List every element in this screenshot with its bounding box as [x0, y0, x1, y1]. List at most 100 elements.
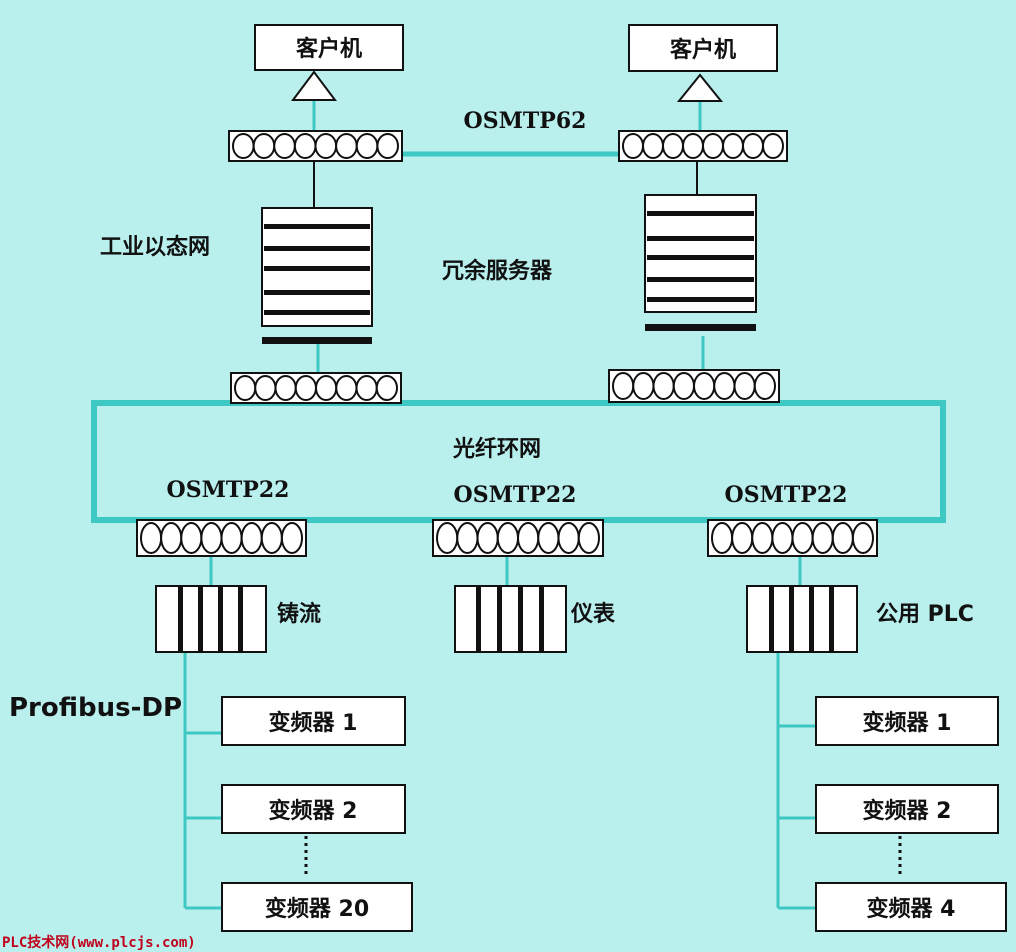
port-icon [234, 375, 257, 401]
switch-bottom-left [136, 519, 307, 557]
port-icon [693, 372, 716, 400]
plc-rack-instrument [454, 585, 567, 653]
port-icon [335, 375, 358, 401]
arrow-up-icon [291, 70, 337, 101]
port-icon [274, 375, 297, 401]
port-icon [731, 522, 754, 554]
inverter-right-3-label: 变频器 4 [867, 896, 956, 922]
watermark: PLC技术网(www.plcjs.com) [2, 934, 196, 951]
port-icon [355, 133, 379, 159]
port-icon [702, 133, 724, 159]
plc-casting-label: 铸流 [277, 601, 321, 627]
port-icon [140, 522, 163, 554]
port-icon [355, 375, 378, 401]
fiber-ring-label: 光纤环网 [452, 436, 541, 462]
port-icon [652, 372, 675, 400]
port-icon [375, 375, 398, 401]
switches [136, 130, 878, 557]
port-icon [711, 522, 734, 554]
port-icon [476, 522, 499, 554]
port-icon [160, 522, 183, 554]
profibus-label: Profibus-DP [9, 693, 182, 723]
switch-ring-left [230, 372, 402, 404]
inverter-right-1-label: 变频器 1 [863, 710, 952, 736]
port-icon [537, 522, 560, 554]
inverter-box-left-1 [221, 696, 406, 746]
port-icon [517, 522, 540, 554]
port-icon [557, 522, 580, 554]
port-icon [771, 522, 794, 554]
port-icon [577, 522, 600, 554]
port-icon [314, 133, 338, 159]
port-icon [762, 133, 784, 159]
switch-top-left [228, 130, 403, 162]
server-left [261, 207, 373, 344]
port-icon [851, 522, 874, 554]
port-icon [180, 522, 203, 554]
port-icon [456, 522, 479, 554]
port-icon [753, 372, 776, 400]
port-icon [742, 133, 764, 159]
port-icon [335, 133, 358, 159]
client-left [254, 24, 404, 101]
port-icon [751, 522, 774, 554]
port-icon [733, 372, 756, 400]
port-icon [682, 133, 704, 159]
switch-bottom-mid [432, 519, 604, 557]
inverter-box-right-3 [815, 882, 1007, 932]
inverter-left-3-label: 变频器 20 [265, 896, 369, 922]
server-right [644, 194, 757, 331]
redundant-servers-label: 冗余服务器 [442, 258, 553, 284]
inverter-right-2-label: 变频器 2 [863, 798, 952, 824]
client-right-label: 客户机 [670, 37, 736, 63]
plc-rack-public [746, 585, 858, 653]
port-icon [240, 522, 263, 554]
osmtp22-left-label: OSMTP22 [167, 477, 290, 503]
inverter-box-right-2 [815, 784, 999, 834]
port-icon [622, 133, 644, 159]
inverter-left-2-label: 变频器 2 [269, 798, 358, 824]
inverter-box-right-1 [815, 696, 999, 746]
port-icon [632, 372, 655, 400]
port-icon [831, 522, 854, 554]
client-right [628, 24, 778, 102]
port-icon [232, 133, 255, 159]
connection-lines [183, 100, 902, 910]
port-icon [722, 133, 744, 159]
plc-instrument-label: 仪表 [570, 602, 616, 627]
port-icon [376, 133, 399, 159]
port-icon [280, 522, 303, 554]
switch-ring-right [608, 369, 780, 403]
port-icon [273, 133, 296, 159]
port-icon [294, 375, 317, 401]
inverter-box-left-2 [221, 784, 406, 834]
port-icon [315, 375, 338, 401]
ethernet-label: 工业以态网 [100, 234, 210, 260]
port-icon [252, 133, 276, 159]
port-icon [811, 522, 834, 554]
port-icon [672, 372, 695, 400]
client-left-label: 客户机 [296, 36, 362, 62]
switch-bottom-right [707, 519, 878, 557]
port-icon [642, 133, 664, 159]
port-icon [791, 522, 814, 554]
arrow-up-icon [676, 73, 724, 102]
inverter-left-1-label: 变频器 1 [269, 710, 358, 736]
port-icon [496, 522, 519, 554]
inverter-box-left-3 [221, 882, 413, 932]
osmtp62-label: OSMTP62 [464, 108, 587, 134]
port-icon [254, 375, 277, 401]
port-icon [612, 372, 635, 400]
switch-top-right [618, 130, 788, 162]
port-icon [713, 372, 736, 400]
plc-public-label: 公用 PLC [876, 602, 974, 627]
port-icon [662, 133, 684, 159]
osmtp22-mid-label: OSMTP22 [454, 482, 577, 508]
port-icon [436, 522, 459, 554]
port-icon [220, 522, 243, 554]
port-icon [293, 133, 317, 159]
port-icon [200, 522, 223, 554]
port-icon [260, 522, 283, 554]
plc-rack-casting [155, 585, 267, 653]
